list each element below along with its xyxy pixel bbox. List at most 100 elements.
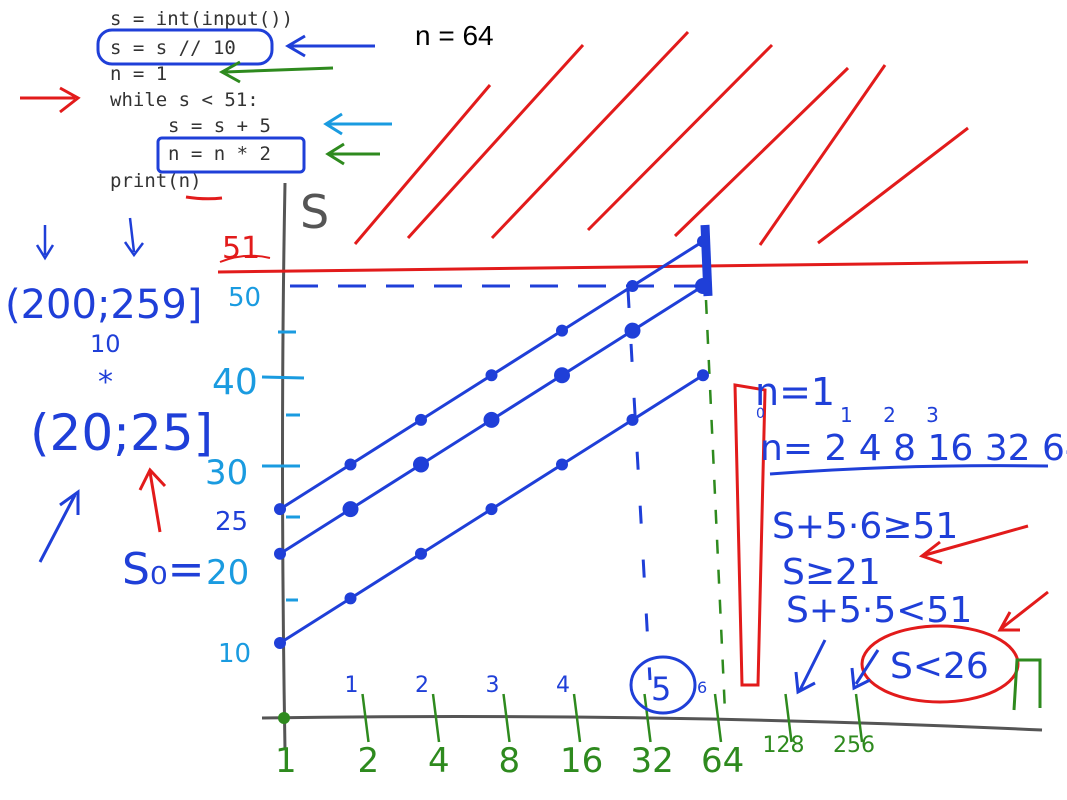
y-tick-label: 10 xyxy=(218,639,251,669)
n-values-note: n= 2 4 8 16 32 64 xyxy=(760,428,1067,469)
arrow-icon xyxy=(325,142,380,166)
series-point xyxy=(344,592,357,605)
x-iteration-label: 3 xyxy=(486,673,500,698)
x-n-label: 16 xyxy=(560,741,603,781)
print-underline xyxy=(185,195,223,201)
n0-note: n=1 xyxy=(755,370,835,414)
threshold-label: 51 xyxy=(222,231,260,266)
hatch-region xyxy=(353,30,969,246)
n-values-underline xyxy=(769,464,1049,476)
red-bracket xyxy=(733,383,767,687)
x-tick xyxy=(361,693,370,743)
series-point xyxy=(415,547,427,560)
series-point xyxy=(344,458,357,471)
arrow-icon xyxy=(20,86,81,114)
y-tick-label: 25 xyxy=(215,507,248,537)
s0-range-note: (20;25] xyxy=(30,404,213,462)
arrow-icon xyxy=(35,225,55,261)
x-tick xyxy=(502,693,511,743)
x-iteration-label: 2 xyxy=(415,673,429,698)
series-point xyxy=(342,501,359,518)
arrow-icon xyxy=(218,60,334,84)
input-range-note: (200;259] xyxy=(5,282,202,328)
threshold-line xyxy=(217,260,1029,274)
x-tick xyxy=(643,693,652,743)
y-axis xyxy=(281,182,287,751)
circled-iteration-label: 5 xyxy=(651,670,671,708)
series-layer xyxy=(274,235,711,649)
arrow-icon xyxy=(997,590,1049,632)
series-point xyxy=(695,278,711,294)
series-point xyxy=(483,411,500,428)
x-n-label: 2 xyxy=(358,741,380,781)
x-n-label: 32 xyxy=(631,741,674,781)
series-point xyxy=(274,637,286,649)
code-line-1: s = int(input()) xyxy=(110,8,294,30)
code-box-n-mul xyxy=(156,136,306,174)
x-tick xyxy=(713,693,723,743)
series-point xyxy=(697,235,709,248)
x-tick xyxy=(431,693,441,743)
answer-text: n = 64 xyxy=(415,20,494,51)
x-iteration-label: 4 xyxy=(556,673,570,698)
circle-iter5 xyxy=(629,655,697,715)
series-point xyxy=(626,280,639,292)
y-tick-label: 30 xyxy=(205,453,248,493)
series-point xyxy=(485,369,498,382)
x-axis xyxy=(261,715,1043,732)
series-point xyxy=(274,503,286,516)
arrow-icon xyxy=(794,639,827,695)
series-point xyxy=(556,324,568,337)
x-tick xyxy=(854,693,864,743)
origin-point xyxy=(278,712,290,724)
y-tick-label: 20 xyxy=(206,553,249,593)
inequality-2: S≥21 xyxy=(782,552,881,593)
series-point xyxy=(554,367,570,384)
code-line-3: n = 1 xyxy=(110,63,168,85)
x-iteration-label: 1 xyxy=(345,673,359,698)
code-line-4: while s < 51: xyxy=(110,89,259,111)
star-note: * xyxy=(98,365,113,400)
y-ticks xyxy=(261,330,305,602)
x-n-label: 256 xyxy=(833,733,875,758)
arrow-icon xyxy=(138,467,167,533)
y-tick-label: 40 xyxy=(212,362,258,403)
green-bracket xyxy=(1012,658,1042,711)
x-iteration-labels: 1 2 3 4 6 xyxy=(345,673,708,698)
inequality-4: S<26 xyxy=(890,646,989,687)
series-point xyxy=(274,547,286,560)
arrow-icon xyxy=(850,649,880,691)
code-line-6: n = n * 2 xyxy=(168,143,271,165)
x-tick xyxy=(784,693,793,743)
y-tick-label: 50 xyxy=(228,283,261,313)
inequality-3: S+5·5<51 xyxy=(786,590,972,631)
n-indices: 1 2 3 xyxy=(840,403,951,427)
series-point xyxy=(556,458,568,471)
vline-iter5 xyxy=(626,289,652,681)
code-line-2: s = s // 10 xyxy=(110,37,236,59)
x-n-label: 1 xyxy=(275,741,297,781)
x-tick xyxy=(572,693,582,743)
x-n-label: 4 xyxy=(428,741,450,781)
inequality-1: S+5·6≥51 xyxy=(772,506,958,547)
x-iteration-label: 6 xyxy=(697,678,707,697)
code-box-s-div xyxy=(96,28,274,66)
arrow-icon xyxy=(38,489,80,563)
arrow-icon xyxy=(918,524,1029,565)
s0-label: S₀= xyxy=(122,544,204,595)
x-n-label: 8 xyxy=(499,741,521,781)
x-n-labels: 1 2 4 8 16 32 64 128 256 xyxy=(275,693,875,781)
vline-iter6 xyxy=(704,299,727,713)
series-point xyxy=(624,322,641,339)
code-line-5: s = s + 5 xyxy=(168,115,271,137)
div10-note: 10 xyxy=(90,330,121,358)
arrow-icon xyxy=(323,112,392,136)
series-point xyxy=(485,503,498,516)
series-point xyxy=(413,456,429,473)
x-n-label: 64 xyxy=(701,741,744,781)
series-point xyxy=(697,369,709,382)
x-n-label: 128 xyxy=(763,733,805,758)
code-line-7: print(n) xyxy=(110,170,202,192)
